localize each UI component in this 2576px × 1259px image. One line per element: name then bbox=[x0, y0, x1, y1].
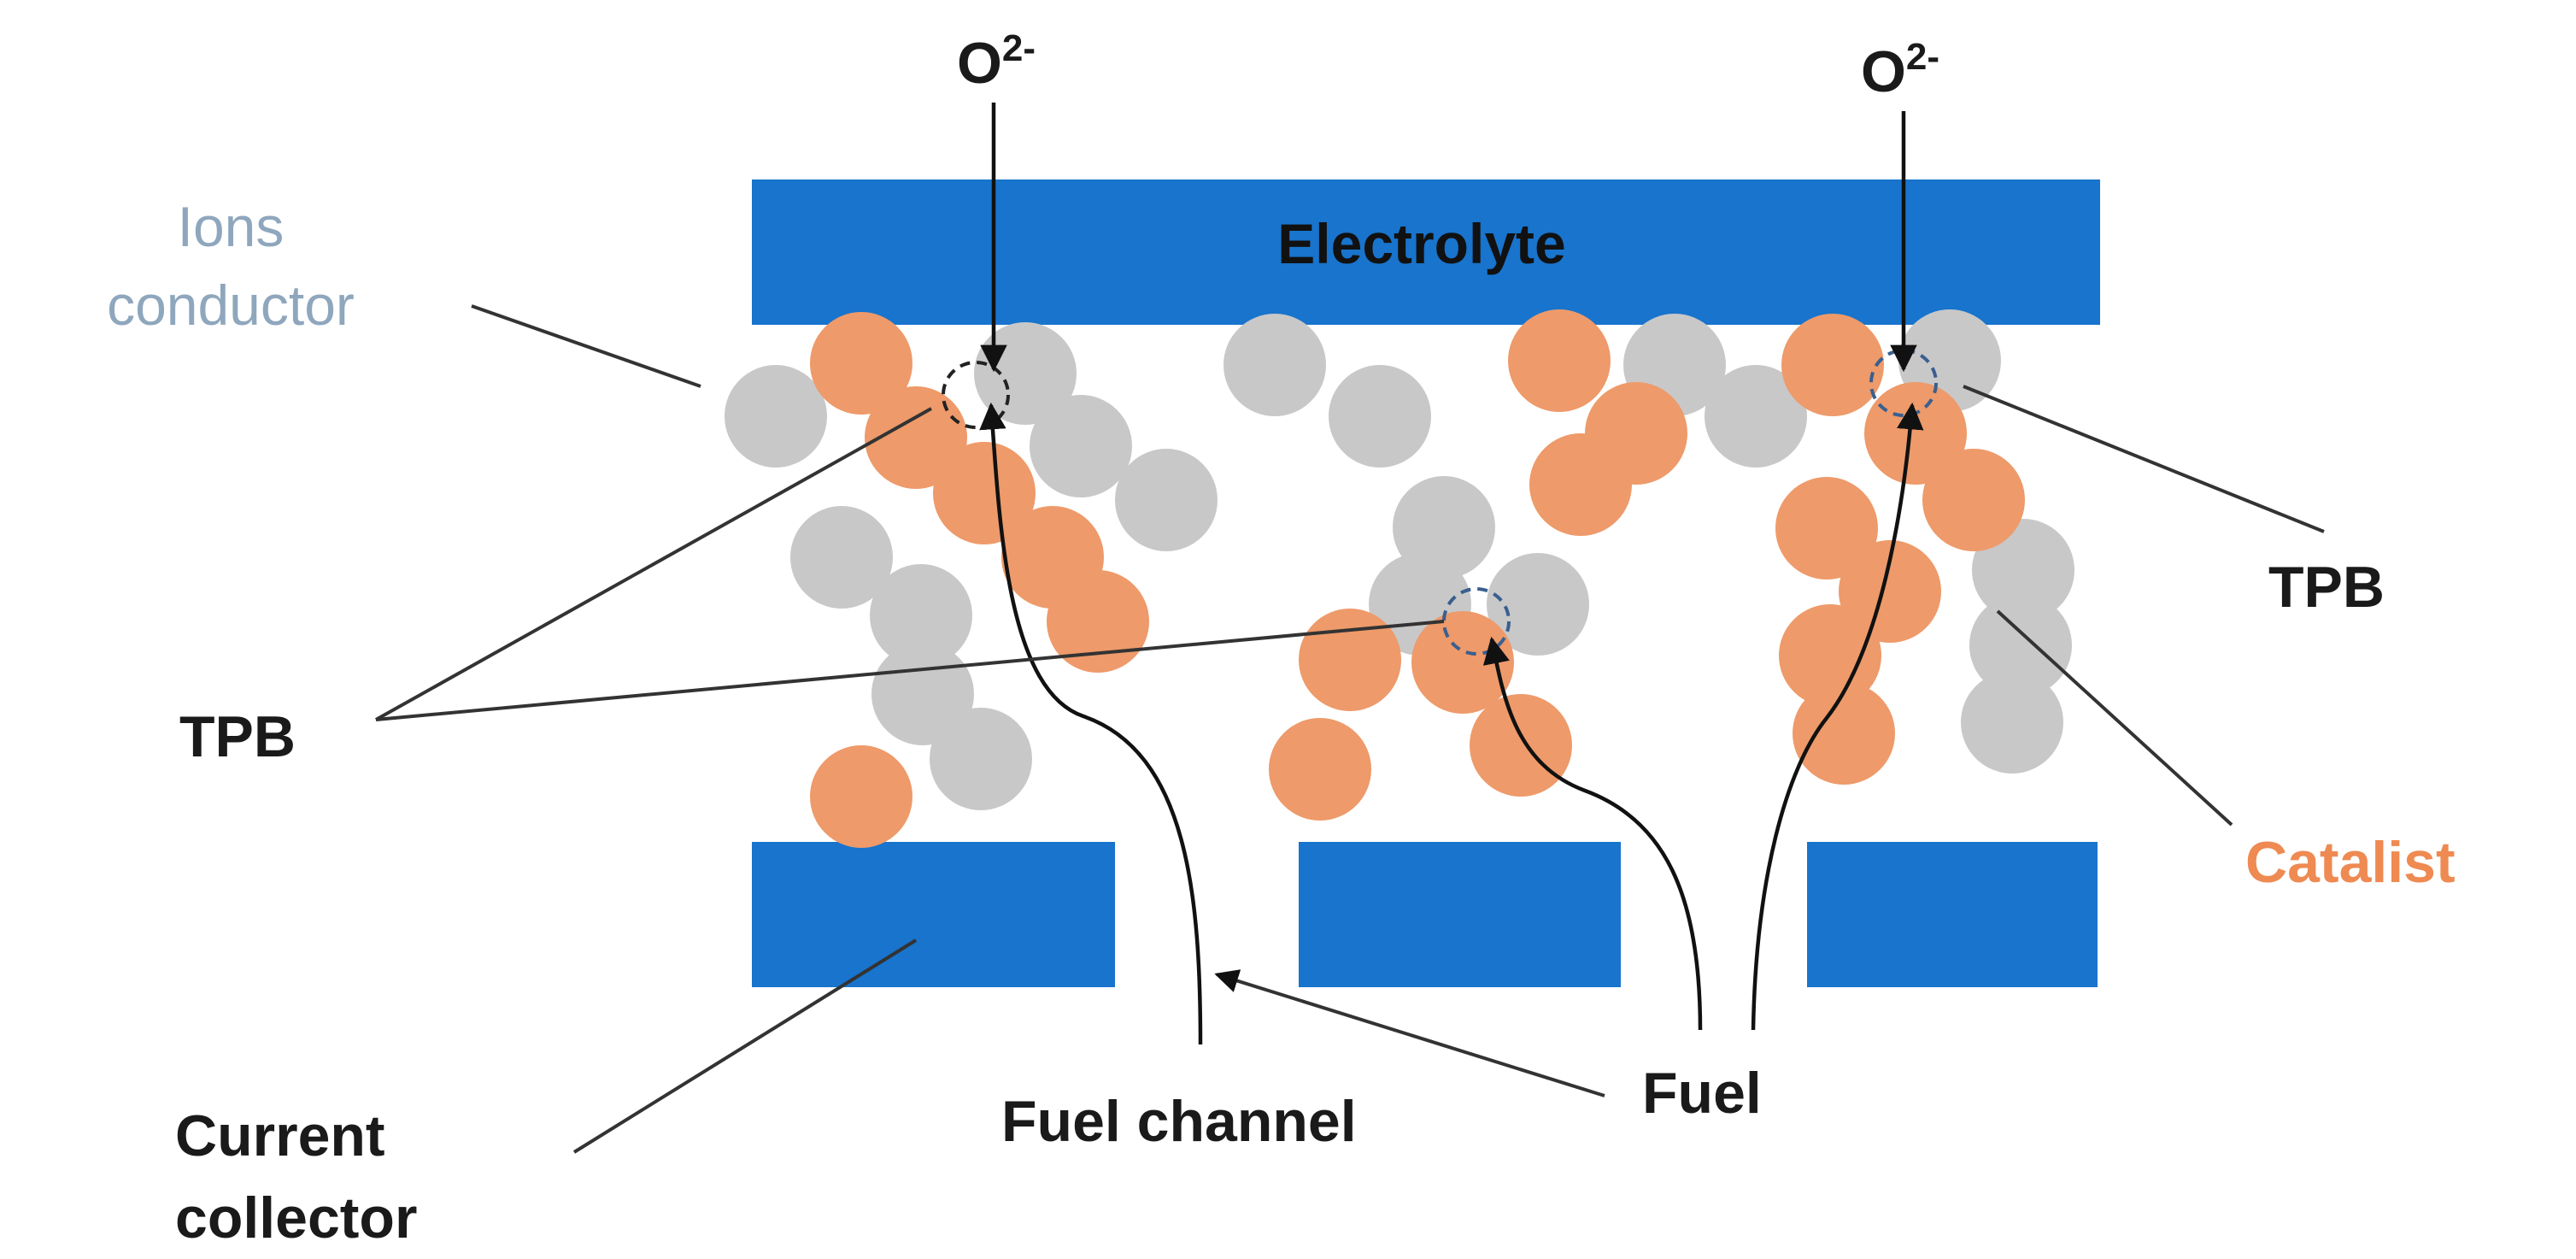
catalist-leader bbox=[1996, 609, 2233, 827]
ion-conductor-particle bbox=[1115, 449, 1218, 551]
catalyst-particle bbox=[1047, 570, 1149, 673]
ion-conductor-particle bbox=[1329, 365, 1431, 468]
catalyst-particle bbox=[1411, 611, 1514, 714]
catalyst-particle bbox=[1793, 682, 1895, 785]
catalyst-particle bbox=[933, 442, 1036, 544]
tpb-circle-middle bbox=[1442, 587, 1511, 656]
current-collector-leader bbox=[572, 938, 918, 1154]
catalyst-particle bbox=[1781, 314, 1884, 416]
catalyst-particle bbox=[1269, 718, 1371, 821]
ion-conductor-particle bbox=[1969, 594, 2072, 697]
catalyst-particle bbox=[1779, 604, 1881, 707]
tpb-circle-right bbox=[1869, 349, 1938, 417]
catalyst-particle bbox=[1922, 449, 2025, 551]
catalyst-particle bbox=[1529, 433, 1632, 536]
ion-conductor-particle bbox=[1223, 314, 1326, 416]
tpb-label-left: TPB bbox=[179, 704, 296, 769]
ion-conductor-particle bbox=[930, 708, 1032, 810]
oxygen-ion-label-right: O2- bbox=[1861, 36, 1939, 104]
current-collector-label-line2: collector bbox=[175, 1185, 417, 1250]
ion-conductor-particle bbox=[870, 564, 972, 667]
catalyst-particle bbox=[1508, 309, 1611, 412]
tpb-right-leader bbox=[1963, 385, 2325, 533]
fuel-path-right bbox=[1751, 402, 1924, 1031]
ions-conductor-label-line2: conductor bbox=[107, 274, 355, 337]
oxygen-ion-label-left: O2- bbox=[957, 27, 1036, 96]
electrolyte-label: Electrolyte bbox=[1277, 212, 1565, 275]
fuel-path-left bbox=[979, 402, 1203, 1045]
catalyst-particle bbox=[810, 312, 912, 415]
fuel-label: Fuel bbox=[1642, 1061, 1762, 1126]
ion-conductor-particle bbox=[725, 365, 827, 468]
current-collector-label-line1: Current bbox=[175, 1103, 385, 1168]
tpb-left-leader-lower bbox=[375, 620, 1445, 721]
fuel-path-middle bbox=[1482, 636, 1703, 1031]
catalist-label: Catalist bbox=[2245, 830, 2456, 895]
ion-conductor-particle bbox=[1705, 365, 1807, 468]
tpb-circle-left bbox=[942, 361, 1010, 429]
catalyst-particle bbox=[1839, 540, 1941, 643]
catalyst-particle bbox=[1299, 609, 1401, 711]
electrolyte-layer bbox=[752, 179, 2100, 325]
catalyst-particle bbox=[1775, 477, 1878, 579]
tpb-left-leader-upper bbox=[375, 407, 932, 721]
ion-conductor-particle bbox=[1030, 395, 1132, 497]
ion-conductor-particle bbox=[1487, 553, 1589, 656]
current-collector-right bbox=[1807, 842, 2098, 987]
ion-conductor-particle bbox=[1393, 476, 1495, 579]
catalyst-particle bbox=[810, 745, 912, 848]
fuel-to-channel-leader bbox=[1214, 969, 1605, 1097]
fuel-channel-label: Fuel channel bbox=[1001, 1089, 1357, 1154]
catalyst-particle bbox=[1470, 694, 1572, 797]
ions-conductor-leader bbox=[471, 304, 701, 388]
ions-conductor-label-line1: Ions bbox=[178, 195, 285, 258]
ion-conductor-particle bbox=[790, 506, 893, 609]
tpb-label-right: TPB bbox=[2268, 555, 2385, 620]
current-collector-left bbox=[752, 842, 1115, 987]
catalyst-particle bbox=[1864, 382, 1967, 485]
current-collector-middle bbox=[1299, 842, 1621, 987]
ion-conductor-particle bbox=[1961, 671, 2063, 774]
catalyst-particle bbox=[865, 386, 967, 489]
